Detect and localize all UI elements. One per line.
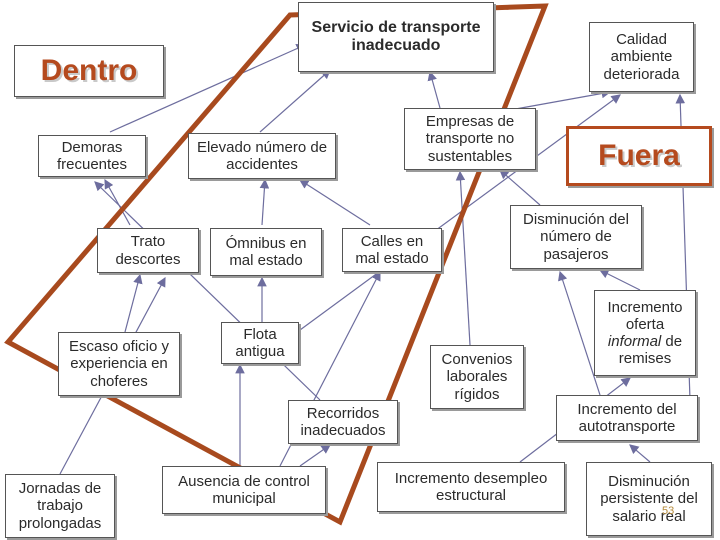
node-disminucion-pasajeros: Disminución del número de pasajeros [510, 205, 642, 269]
node-flota-antigua: Flota antigua [221, 322, 299, 364]
node-trato-descortes: Trato descortes [97, 228, 199, 273]
empresas-text: Empresas de transporte no sustentables [425, 113, 515, 165]
flota-text: Flota antigua [235, 325, 285, 360]
arrow-calles-elevado [298, 179, 371, 226]
disminucion-pasajeros-text: Disminución del número de pasajeros [523, 211, 629, 263]
node-convenios-laborales: Convenios laborales rígidos [430, 345, 524, 409]
node-servicio-transporte-inadecuado: Servicio de transporte inadecuado [298, 2, 494, 72]
arrow-convenios-empresas [455, 170, 471, 346]
jornadas-text: Jornadas de trabajo prolongadas [18, 480, 102, 532]
label-dentro: Dentro [14, 45, 164, 97]
demoras-text: Demoras frecuentes [56, 138, 128, 173]
node-ausencia-control: Ausencia de control municipal [162, 466, 326, 514]
node-omnibus-mal-estado: Ómnibus en mal estado [210, 228, 322, 276]
node-recorridos-inadecuados: Recorridos inadecuados [288, 400, 398, 444]
trato-text: Trato descortes [115, 233, 181, 268]
calles-text: Calles en mal estado [355, 232, 429, 267]
node-incremento-autotransporte: Incremento del autotransporte [556, 395, 698, 441]
convenios-text: Convenios laborales rígidos [441, 351, 513, 403]
ausencia-text: Ausencia de control municipal [178, 472, 310, 507]
autotransporte-text: Incremento del autotransporte [577, 400, 677, 435]
node-incremento-desempleo: Incremento desempleo estructural [377, 462, 565, 512]
arrow-omnibus-elevado [259, 178, 270, 226]
calidad-text: Calidad ambiente deteriorada [603, 31, 680, 83]
arrow-ausencia-recorridos [299, 444, 331, 467]
node-demoras-frecuentes: Demoras frecuentes [38, 135, 146, 177]
dentro-text: Dentro [40, 53, 138, 87]
arrow-demoras-servicio [109, 44, 307, 133]
arrow-oferta-disminucion [598, 269, 641, 291]
fuera-text: Fuera [598, 138, 680, 172]
arrow-empresas-servicio [427, 70, 441, 109]
arrow-disminucion-empresas [499, 169, 541, 206]
node-empresas-no-sustentables: Empresas de transporte no sustentables [404, 108, 536, 170]
node-elevado-numero-accidentes: Elevado número de accidentes [188, 133, 336, 179]
escaso-text: Escaso oficio y experiencia en choferes [68, 338, 170, 390]
node-jornadas-trabajo: Jornadas de trabajo prolongadas [5, 474, 115, 538]
arrow-empresas-calidad [509, 88, 612, 111]
node-disminucion-salario: Disminución persistente del salario real [586, 462, 712, 536]
oferta-pre-text: Incremento oferta [607, 298, 683, 333]
arrow-salario-autotransporte [629, 444, 651, 463]
node-calidad-ambiente: Calidad ambiente deteriorada [589, 22, 694, 92]
arrow-elevado-servicio [259, 69, 331, 133]
arrow-trato-demoras [104, 178, 131, 226]
desempleo-text: Incremento desempleo estructural [394, 469, 548, 504]
node-escaso-oficio: Escaso oficio y experiencia en choferes [58, 332, 180, 396]
recorridos-text: Recorridos inadecuados [300, 404, 386, 439]
page-number: 53 [662, 505, 675, 517]
node-calles-mal-estado: Calles en mal estado [342, 228, 442, 272]
elevado-text: Elevado número de accidentes [196, 138, 328, 173]
label-fuera: Fuera [566, 126, 712, 186]
arrow-escaso-trato [124, 273, 143, 333]
servicio-text: Servicio de transporte inadecuado [311, 18, 481, 54]
salario-text: Disminución persistente del salario real [600, 473, 698, 525]
oferta-post-text: de remises [618, 333, 683, 368]
omnibus-text: Ómnibus en mal estado [225, 234, 307, 269]
arrow-autotransporte-disminucion [558, 270, 601, 396]
oferta-informal-text: informal [607, 333, 662, 350]
